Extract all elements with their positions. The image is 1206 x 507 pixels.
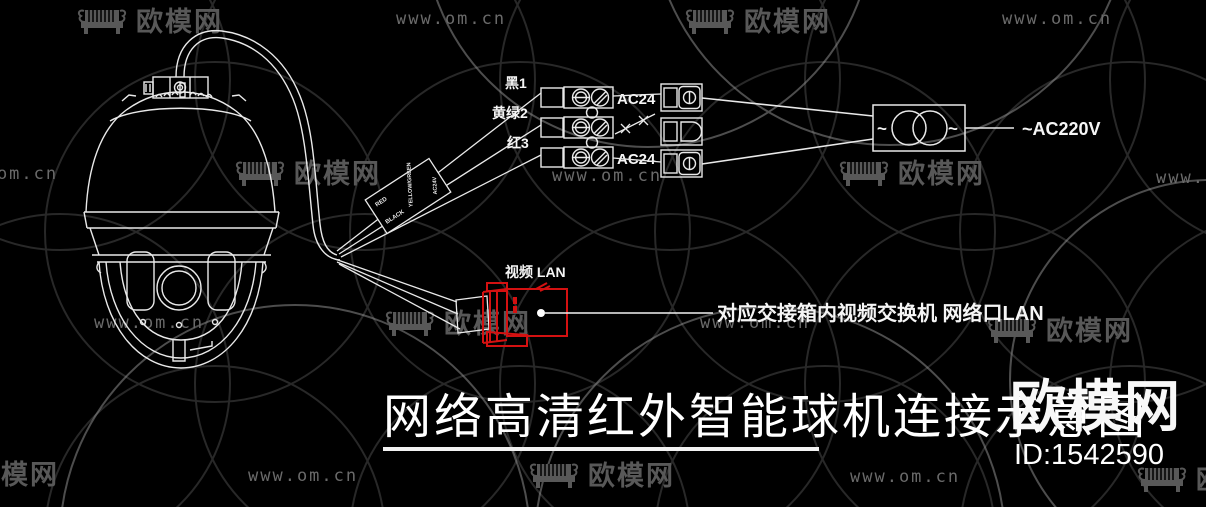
watermark-tile: 欧模网 [1136,464,1206,494]
dome-camera-drawing [83,29,341,369]
watermark-url: www.om.cn [1156,168,1206,188]
watermark-url: www.om.cn [700,313,811,333]
watermark-tile: www.om.cn [552,168,662,185]
watermark-tile: www.om.cn [396,11,506,28]
ir-led-panel-right [207,251,236,311]
lan-wires [334,258,461,330]
watermark-url: www.om.cn [552,166,663,186]
ac24-label-top: AC24 [617,91,656,108]
image-id-label: ID:1542590 [1014,439,1164,471]
cable-tag: RED BLACK YELLOW/GREEN AC24V [364,157,452,235]
watermark-tile: 欧模网 [684,6,831,36]
terminal-link-wires [612,93,662,163]
watermark-tile: 欧模网 [528,460,675,490]
video-lan-label: 视频 LAN [505,264,566,280]
watermark-tile: www.om.cn [248,468,358,485]
watermark-tile: 欧模网 [0,462,59,489]
watermark-tile: www.om.cn [1002,11,1112,28]
cable-tag-line3: YELLOW/GREEN [406,162,414,207]
watermark-tile: www.om.cn [1156,170,1206,187]
leader-anchor-dot [537,309,545,317]
connector-block-column [660,83,703,178]
ac220v-label: ~AC220V [1022,119,1101,139]
watermark-tile: 欧模网 [838,158,985,188]
watermark-brand: 欧模网 [898,159,985,189]
cable-tag-line4: AC24V [432,176,439,194]
transformer-input-wires [701,97,874,165]
screw-terminal-block [540,86,614,169]
camera-lens [156,265,202,311]
watermark-tile: www.om.cn [94,315,204,332]
watermark-brand: 欧模网 [588,461,675,491]
transformer-tilde-right: ~ [948,119,958,138]
watermark-url: www.om.cn [396,9,507,29]
big-watermark-brand: 欧模网 [1010,375,1181,438]
ir-led-panel-left [126,251,155,311]
camera-conduit-cable [175,29,341,261]
watermark-brand: 欧模网 [0,460,59,490]
watermark-tile: www.om.cn [700,315,810,332]
camera-bell-housing [83,82,280,274]
watermark-url: www.om.cn [1002,9,1113,29]
watermark-tile: www.om.cn [850,469,960,486]
watermark-url: www.om.cn [850,467,961,487]
watermark-brand: 欧模网 [1196,467,1206,494]
annotation-text: 对应交接箱内视频交换机 网络口LAN [717,301,1044,325]
wire-label-yellow-green: 黄绿2 [492,105,528,121]
cut-wire-mark [614,113,656,135]
camera-lower-dome [98,251,264,369]
lan-connector [455,282,568,347]
watermark-url: www.om.cn [94,313,205,333]
watermark-tile: www.om.cn [0,166,58,183]
watermark-brand: 欧模网 [1046,316,1133,346]
watermark-url: www.om.cn [248,466,359,486]
title-underline [383,447,819,451]
transformer-tilde-left: ~ [877,119,887,138]
diagram-title: 网络高清红外智能球机连接示意图 [383,391,1149,444]
wire-label-black: 黑1 [505,75,527,91]
watermark-brand: 欧模网 [744,7,831,37]
watermark-url: www.om.cn [0,164,59,184]
wire-label-red: 红3 [507,135,529,151]
watermark-tile: 欧模网 [986,315,1133,345]
